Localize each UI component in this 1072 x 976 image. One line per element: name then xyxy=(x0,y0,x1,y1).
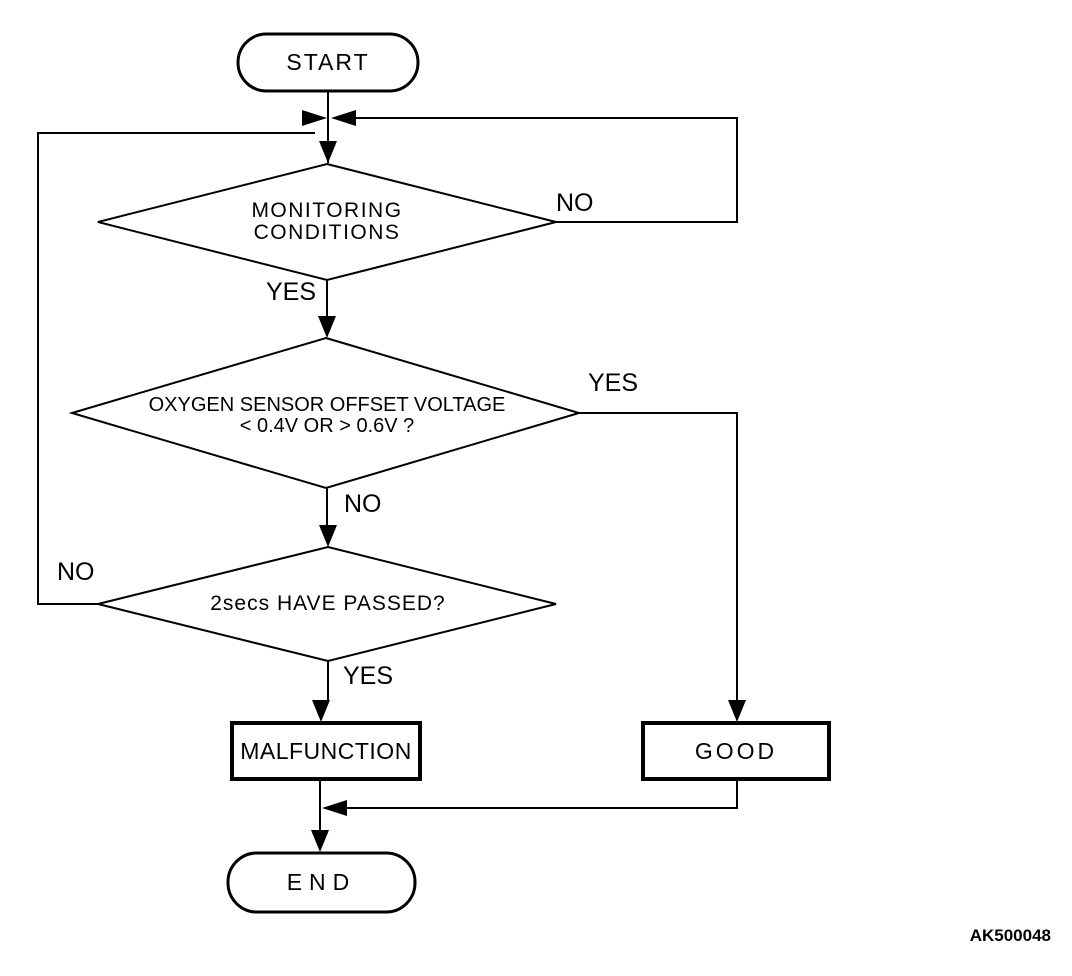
arrowhead-into-good xyxy=(728,700,746,722)
edge-good-to-end-merge xyxy=(344,779,738,809)
arrowhead-into-malfunction xyxy=(312,700,330,722)
arrowhead-good-merge xyxy=(322,800,347,816)
decision-monitoring-shape xyxy=(97,162,557,282)
end-node-label: END xyxy=(286,869,357,895)
malfunction-node-shape xyxy=(230,721,422,781)
decision-monitoring-line2: CONDITIONS xyxy=(253,221,401,244)
end-node-shape xyxy=(226,851,417,914)
arrowhead-into-monitoring xyxy=(319,141,337,163)
arrowhead-merge-right xyxy=(331,110,356,126)
start-node-shape xyxy=(236,32,420,93)
arrowhead-into-voltage xyxy=(318,316,336,338)
decision-monitoring-line1: MONITORING xyxy=(251,198,403,222)
voltage-no-label: NO xyxy=(344,490,382,518)
decision-timer-label: 2secs HAVE PASSED? xyxy=(210,592,446,615)
figure-code: AK500048 xyxy=(969,926,1051,945)
decision-monitoring-label: MONITORING CONDITIONS xyxy=(177,199,477,245)
decision-voltage-line1: OXYGEN SENSOR OFFSET VOLTAGE xyxy=(148,393,506,416)
decision-voltage-line2: < 0.4V OR > 0.6V ? xyxy=(239,415,415,437)
start-node-label: START xyxy=(286,49,370,75)
good-node-label: GOOD xyxy=(694,737,778,764)
decision-timer-shape xyxy=(97,545,557,663)
arrowhead-into-end xyxy=(311,830,329,852)
edge-timer-no-loop xyxy=(37,132,315,605)
monitoring-yes-label: YES xyxy=(266,278,317,306)
arrowhead-into-timer xyxy=(319,525,337,547)
malfunction-node-label: MALFUNCTION xyxy=(240,737,412,764)
decision-voltage-label: OXYGEN SENSOR OFFSET VOLTAGE < 0.4V OR >… xyxy=(97,394,557,438)
edge-monitoring-no-loop xyxy=(350,117,738,223)
good-node-shape xyxy=(641,721,831,781)
edge-voltage-yes-to-good xyxy=(579,412,738,702)
timer-yes-label: YES xyxy=(343,662,394,690)
monitoring-no-label: NO xyxy=(556,189,594,217)
voltage-yes-label: YES xyxy=(588,369,639,397)
timer-no-label: NO xyxy=(57,558,95,586)
decision-voltage-shape xyxy=(68,336,583,490)
arrowhead-merge-left xyxy=(302,110,327,126)
